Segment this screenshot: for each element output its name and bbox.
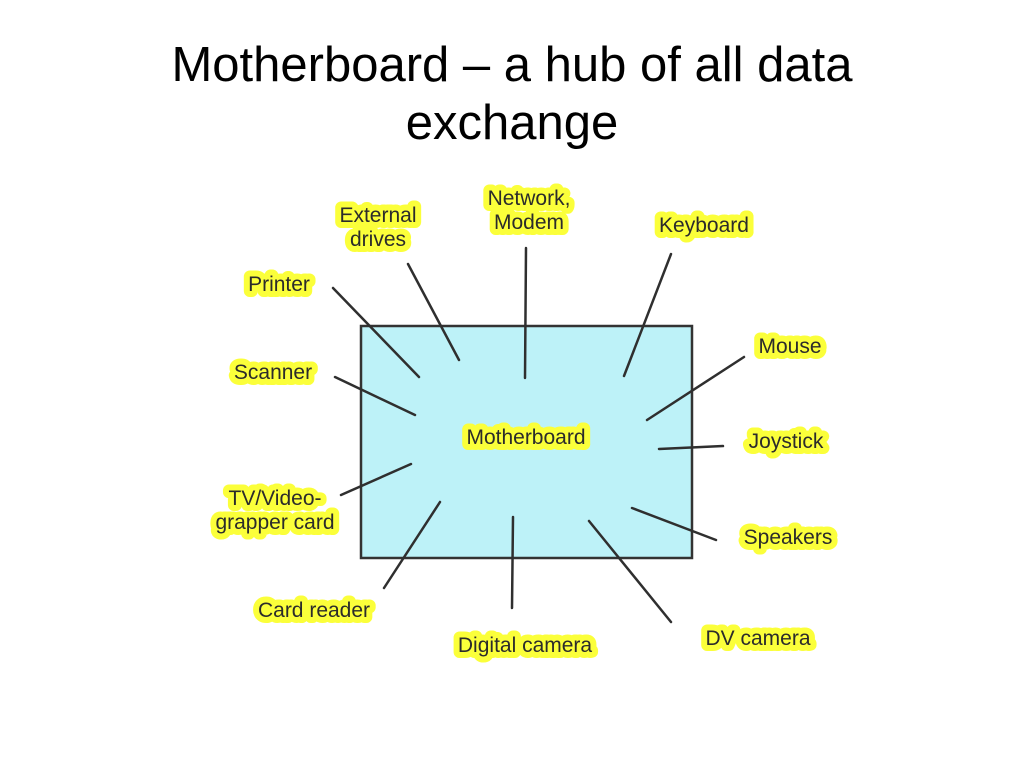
connector-digital-camera [510, 515, 515, 610]
connector-scanner [333, 375, 417, 417]
node-label-speakers: Speakers [744, 526, 833, 549]
connector-joystick [657, 444, 725, 451]
connector-dv-camera [587, 519, 673, 624]
node-label-printer: Printer [248, 273, 310, 296]
connection-lines [331, 246, 746, 624]
connector-mouse [645, 355, 746, 422]
connector-external-drives [406, 262, 461, 362]
connector-speakers [630, 506, 718, 542]
node-label-network-modem: Modem [494, 211, 564, 234]
node-label-network-modem: Network, [488, 187, 571, 210]
node-label-dv-camera: DV camera [705, 627, 810, 650]
connector-network-modem [523, 246, 528, 380]
motherboard-box [359, 324, 694, 560]
node-label-tv-video: TV/Video- [229, 487, 322, 510]
node-label-card-reader: Card reader [258, 599, 370, 622]
connector-printer [331, 286, 421, 379]
node-label-external-drives: drives [350, 228, 406, 251]
node-label-scanner: Scanner [234, 361, 312, 384]
connector-keyboard [622, 252, 673, 378]
node-label-keyboard: Keyboard [659, 214, 749, 237]
node-label-external-drives: External [339, 204, 416, 227]
hub-label-text: Motherboard [466, 426, 585, 449]
node-label-mouse: Mouse [758, 335, 821, 358]
node-label-tv-video: grapper card [215, 511, 334, 534]
connector-tv-video [339, 462, 413, 497]
connector-card-reader [382, 500, 442, 590]
slide-title: Motherboard – a hub of all data exchange [171, 38, 853, 150]
node-label-joystick: Joystick [749, 430, 824, 453]
node-label-digital-camera: Digital camera [458, 634, 593, 657]
